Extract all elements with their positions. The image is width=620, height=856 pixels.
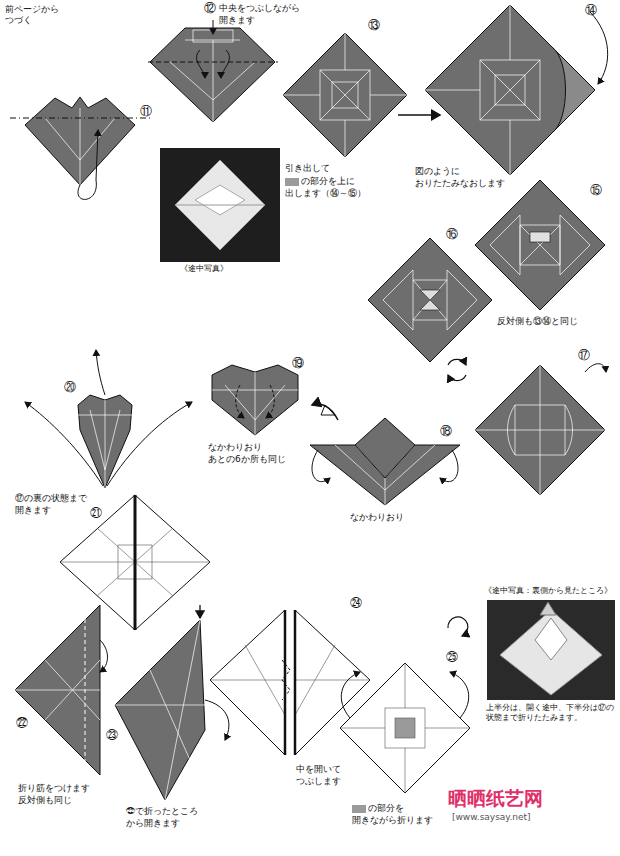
step-18-figure (310, 404, 460, 505)
photo-caption: 《途中写真》 (180, 264, 228, 274)
step-15-figure (475, 180, 605, 310)
step-number: ⑰ (578, 348, 590, 364)
step-17-figure (475, 364, 606, 495)
photo-note: 上半分は、開く途中、下半分は⑰の 状態まで折りたたみます。 (486, 703, 616, 723)
step-14-figure (425, 5, 608, 175)
step-20-figure (25, 350, 192, 488)
step-number: ⑱ (440, 424, 452, 440)
shade-swatch (285, 178, 299, 186)
step-23-figure (115, 605, 229, 800)
instruction-note: 中を開いて つぶします (296, 764, 356, 787)
step-number: ㉕ (446, 650, 458, 666)
instruction-note: ㉒で折ったところ から開きます (126, 806, 206, 829)
step-13-figure (283, 33, 440, 157)
step-19-figure (212, 365, 298, 435)
step-21-figure (60, 495, 210, 630)
instruction-note: ⑰の裏の状態まで 開きます (15, 493, 99, 516)
instruction-note: の部分を上に 出します（⑭～⑮） (285, 176, 381, 199)
step-number: ⑬ (368, 18, 380, 34)
watermark: 晒晒纸艺网 (448, 786, 543, 811)
step-number: ⑪ (140, 104, 152, 120)
turn-over-symbol (448, 617, 468, 636)
step-number: ⑭ (585, 3, 597, 19)
progress-photo (160, 148, 280, 262)
instruction-note: 中央をつぶしながら 開きます (219, 3, 311, 26)
instruction-note: なかわりおり (350, 512, 404, 524)
step-number: ㉒ (16, 716, 28, 732)
step-12-figure (148, 20, 278, 122)
note: 前ページから つづく (5, 4, 67, 26)
instruction-note: 引き出して (285, 163, 330, 175)
step-11-figure (10, 97, 150, 199)
instruction-note: の部分を 開きながら折ります (352, 803, 447, 826)
step-number: ⑫ (204, 1, 216, 17)
instruction-note: 図のように おりたたみなおします (415, 166, 511, 189)
step-number: ⑲ (292, 356, 304, 372)
photo-caption: 《途中写真：裏側から見たところ》 (484, 586, 612, 596)
instruction-note: 折り筋をつけます 反対側も同じ (18, 783, 104, 806)
step-number: ㉓ (106, 728, 118, 744)
progress-photo (487, 600, 615, 700)
instruction-note: なかわりおり あとの6か所も同じ (208, 442, 318, 465)
turn-over-symbol (448, 359, 466, 380)
instruction-note: 反対側も⑬⑭と同じ (497, 316, 578, 328)
step-number: ⑯ (446, 227, 458, 243)
step-number: ⑳ (64, 380, 76, 396)
step-number: ⑮ (590, 183, 602, 199)
watermark-url: [www.saysay.net] (452, 812, 531, 824)
step-number: ㉔ (350, 596, 362, 612)
step-number: ㉑ (90, 506, 102, 522)
step-22-figure (15, 605, 108, 775)
step-16-figure (368, 238, 492, 362)
step-25-figure (340, 663, 470, 793)
shade-swatch (352, 805, 366, 813)
